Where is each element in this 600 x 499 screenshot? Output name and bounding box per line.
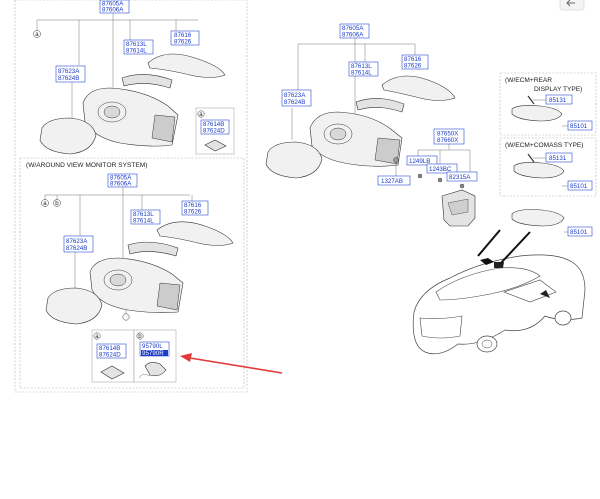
ecm-rear-title: (W/ECM+REAR	[505, 77, 552, 84]
compass-label-85101: 85101	[570, 183, 588, 190]
around-view-title: (W/AROUND VIEW MONITOR SYSTEM)	[26, 162, 148, 169]
av-side-repeater-part	[127, 241, 179, 257]
av-circle-b: b	[55, 201, 59, 207]
red-pointer-arrow	[180, 353, 283, 374]
c-label-87623A: 87623A	[284, 92, 306, 99]
av-inset-b-marker: b	[138, 334, 142, 340]
av-inset-a-marker: a	[95, 334, 99, 340]
label-87624D: 87624D	[203, 128, 225, 135]
circle-a-label: a	[35, 32, 39, 38]
c-label-87606A: 87606A	[342, 32, 364, 39]
av-camera-cover-part	[100, 365, 125, 380]
camera-module-part	[144, 362, 167, 377]
label-87606A: 87606A	[102, 7, 124, 14]
c-label-87624B: 87624B	[284, 99, 305, 106]
av-circle-a: a	[43, 201, 47, 207]
around-view-mirror-group: a b 87605A 87606A 87616 87626 87613L 876…	[41, 173, 234, 383]
center-mirror-group: 87605A 87606A 87616 87626 87613L 87614L …	[265, 23, 456, 186]
ecm-rear-group: (W/ECM+REAR DISPLAY TYPE) 85131 85101	[505, 77, 593, 131]
av-label-87616: 87616	[184, 202, 202, 209]
left-section-frame	[14, 0, 248, 393]
label-95790R: 95790R	[142, 350, 164, 357]
circle-a-marker	[33, 30, 41, 38]
back-arrow-icon	[566, 0, 575, 7]
base-label-85101: 85101	[570, 229, 588, 236]
label-1243BC: 1243BC	[429, 166, 452, 173]
around-view-frame	[19, 157, 245, 389]
av-mirror-glass-part	[45, 287, 103, 325]
c-label-87626: 87626	[404, 63, 422, 70]
side-repeater-part	[121, 74, 173, 89]
label-87624B: 87624B	[58, 75, 79, 82]
c-label-87613L: 87613L	[351, 63, 372, 70]
inset-a-marker: a	[199, 112, 203, 118]
suv-illustration	[412, 229, 586, 355]
label-1327AB: 1327AB	[381, 178, 403, 185]
av-label-87624B: 87624B	[66, 245, 87, 252]
ecm-rear-subtitle: DISPLAY TYPE)	[534, 86, 582, 93]
av-label-87624D: 87624D	[99, 352, 121, 359]
label-87623A: 87623A	[58, 68, 80, 75]
label-87605A: 87605A	[102, 1, 124, 8]
c-mirror-cap-part	[381, 75, 456, 101]
compass-label-85131: 85131	[549, 155, 567, 162]
label-85101: 85101	[570, 123, 588, 130]
rear-display-mirror-part	[511, 105, 563, 122]
label-87660X: 87660X	[437, 137, 458, 144]
av-label-87626: 87626	[184, 209, 202, 216]
screw-part	[393, 157, 399, 163]
av-label-87623A: 87623A	[66, 238, 88, 245]
base-inside-mirror-group: 85101	[511, 209, 593, 237]
av-label-87614B: 87614B	[99, 345, 120, 352]
label-87613L: 87613L	[126, 41, 147, 48]
c-label-87605A: 87605A	[342, 25, 364, 32]
ecm-compass-group: (W/ECM+COMASS TYPE) 85131 85101	[505, 142, 593, 191]
label-85131: 85131	[549, 97, 567, 104]
label-87626: 87626	[174, 39, 192, 46]
av-mirror-cap-part	[156, 221, 234, 246]
av-label-87606A: 87606A	[110, 181, 132, 188]
inside-mirror-part	[511, 209, 565, 227]
camera-cover-part	[204, 139, 227, 152]
c-label-87614L: 87614L	[351, 70, 372, 77]
label-87650X: 87650X	[437, 131, 458, 138]
c-mirror-glass-part	[265, 141, 323, 179]
mirror-cap-part	[147, 53, 226, 78]
left-top-mirror-group: a 87605A 87606A 87616 87626 87613L 87614…	[33, 0, 235, 155]
bracket-group: 87650X 87660X 1249LB 1243BC 82315A	[406, 128, 478, 227]
nav-back-button[interactable]	[559, 0, 585, 11]
label-87614L: 87614L	[126, 48, 147, 55]
label-1249LB: 1249LB	[409, 158, 430, 165]
av-label-87605A: 87605A	[110, 175, 132, 182]
label-87616: 87616	[174, 32, 192, 39]
c-label-87616: 87616	[404, 56, 422, 63]
c-side-repeater-part	[355, 98, 405, 113]
compass-mirror-part	[513, 162, 565, 179]
label-95790L: 95790L	[142, 343, 163, 350]
av-label-87613L: 87613L	[133, 211, 154, 218]
mirror-glass-part	[39, 117, 97, 155]
ecm-rear-frame	[499, 72, 597, 136]
ecm-compass-title: (W/ECM+COMASS TYPE)	[505, 142, 583, 149]
label-87614B: 87614B	[203, 121, 224, 128]
av-label-87614L: 87614L	[133, 218, 154, 225]
label-82315A: 82315A	[449, 174, 471, 181]
